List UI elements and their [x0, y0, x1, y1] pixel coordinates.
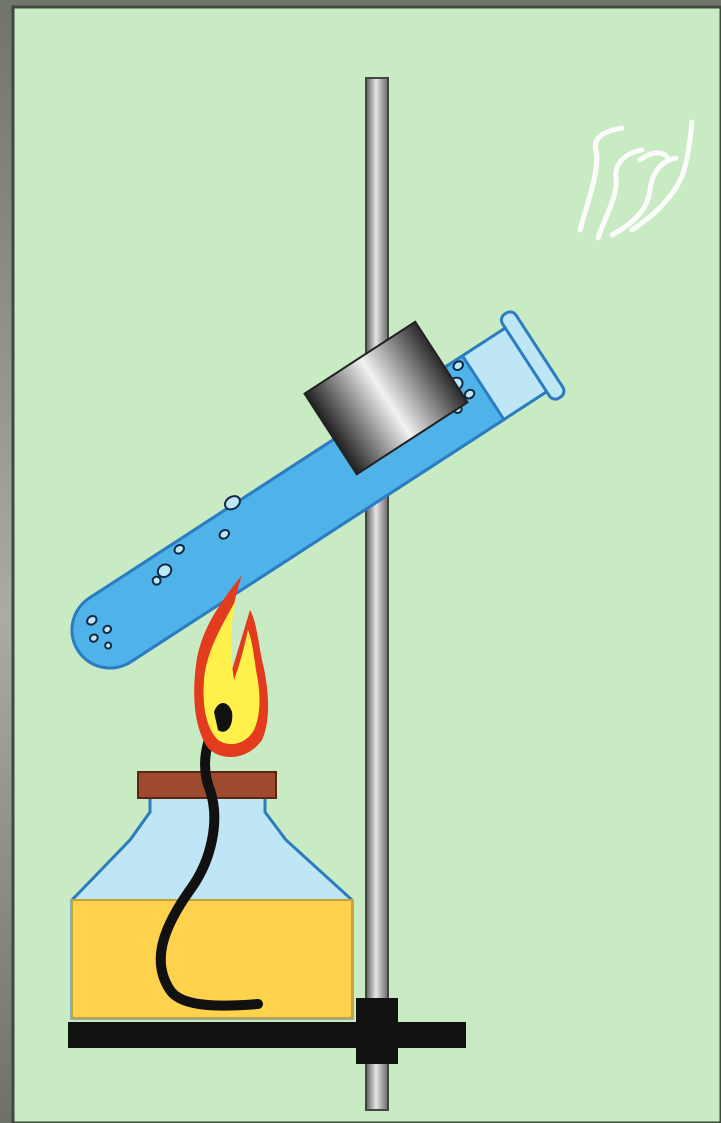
rod-base-clamp — [356, 998, 398, 1064]
stand-rod — [366, 78, 388, 1110]
stand-base — [68, 1022, 466, 1048]
